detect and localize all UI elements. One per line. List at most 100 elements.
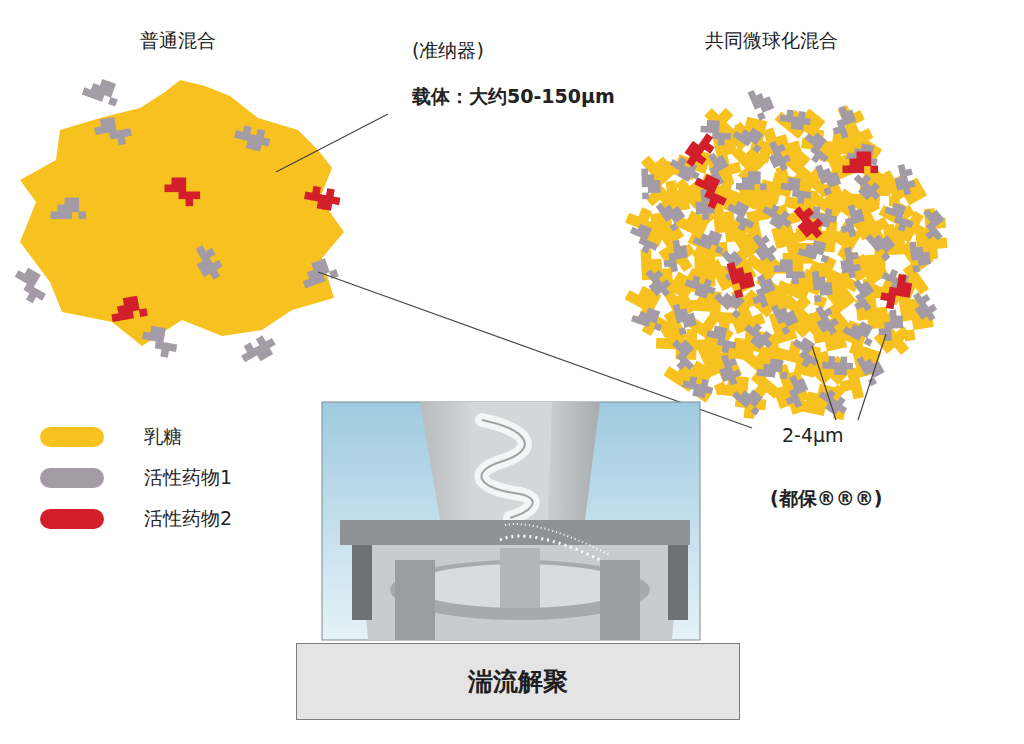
particle [712, 246, 751, 285]
particle [774, 259, 805, 284]
particle [673, 301, 698, 335]
process-box: 湍流解聚 [296, 643, 740, 720]
particle [775, 287, 832, 345]
particle [771, 299, 801, 335]
particle [843, 152, 879, 174]
particle [688, 290, 741, 334]
particle [727, 258, 757, 298]
particle [827, 104, 860, 141]
particle [615, 281, 679, 341]
particle [815, 386, 851, 419]
legend-swatch [40, 509, 104, 529]
particle [914, 205, 952, 244]
particle [688, 171, 732, 212]
particle [656, 196, 689, 232]
particle [8, 264, 53, 307]
particle [140, 325, 180, 359]
particle [51, 198, 87, 220]
particle [715, 352, 743, 387]
particle [810, 177, 869, 231]
particle [82, 74, 123, 106]
legend-row: 活性药物2 [40, 506, 232, 532]
particle [748, 85, 777, 120]
particle [165, 178, 201, 207]
particle [766, 202, 809, 259]
particle [843, 316, 879, 347]
particle [747, 230, 780, 266]
legend-text: 活性药物1 [144, 465, 232, 491]
particle [722, 198, 760, 234]
device-name: (都保®®®) [770, 486, 882, 512]
particle [190, 242, 227, 284]
particle [238, 332, 280, 369]
particle [828, 101, 877, 160]
particle [878, 309, 904, 341]
particle [815, 160, 843, 195]
particle [908, 289, 941, 325]
particle [664, 335, 703, 374]
particle [843, 276, 881, 315]
particle [683, 274, 718, 301]
particle [645, 283, 705, 347]
particle [879, 272, 913, 312]
leader-line [276, 114, 388, 172]
particle [802, 342, 859, 399]
box-text: 湍流解聚 [468, 665, 568, 698]
particle [732, 382, 767, 416]
particle [663, 350, 722, 403]
device-name: (准纳器) [412, 38, 484, 64]
particle [713, 222, 774, 286]
particle [93, 115, 133, 149]
particle [641, 168, 661, 199]
particle [794, 218, 847, 253]
particle [736, 171, 767, 190]
particle [806, 144, 863, 206]
particle [892, 163, 917, 197]
particle-group: 共同微球化混合 [615, 28, 960, 418]
particle [681, 129, 719, 171]
particle [822, 356, 853, 376]
leader-line [858, 334, 886, 420]
particle [843, 190, 894, 249]
particle [641, 265, 675, 300]
particle [709, 250, 759, 309]
particle [797, 129, 836, 167]
particle [625, 221, 663, 256]
particle [832, 343, 884, 402]
particle [778, 373, 813, 411]
particle [834, 133, 899, 195]
legend-row: 乳糖 [40, 424, 182, 450]
legend-swatch [40, 427, 104, 447]
group-title: 共同微球化混合 [705, 28, 838, 54]
size-label: 载体：大约50-150μm [412, 84, 615, 110]
particle [741, 320, 777, 353]
legend-text: 乳糖 [144, 424, 182, 450]
particle [786, 334, 825, 371]
particle [714, 284, 749, 318]
particle [865, 226, 899, 261]
particle [681, 374, 715, 399]
leader-line [812, 346, 836, 420]
particle [665, 206, 728, 264]
group-title: 普通混合 [140, 28, 216, 54]
particle [883, 236, 945, 301]
legend-text: 活性药物2 [144, 506, 232, 532]
particle [794, 380, 850, 420]
particle [798, 237, 833, 263]
particle [897, 287, 935, 342]
particle [846, 141, 880, 166]
particle [621, 203, 680, 251]
particle [856, 350, 887, 386]
particle [756, 357, 789, 379]
particle [626, 149, 690, 214]
carrier-blob [20, 80, 344, 346]
particle [775, 96, 834, 152]
particle [779, 109, 812, 132]
particle [863, 224, 905, 276]
particle [914, 208, 948, 261]
particle [732, 187, 782, 244]
particle [788, 202, 827, 243]
particle [704, 324, 739, 354]
legend-swatch [40, 468, 104, 488]
